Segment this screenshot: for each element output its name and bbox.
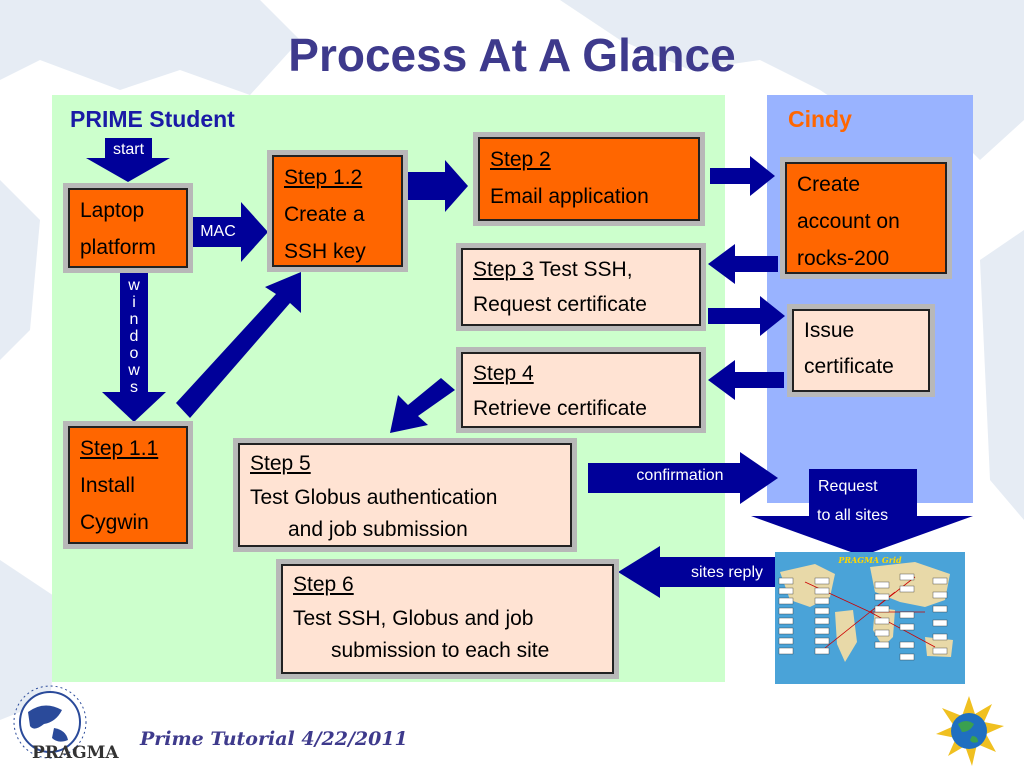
step-3-box: Step 3 Test SSH, Request certificate xyxy=(461,248,701,326)
step-6-box: Step 6 Test SSH, Globus and job submissi… xyxy=(281,564,614,674)
create-account-line1: Create xyxy=(797,173,861,196)
step-4-label: Step 4 xyxy=(473,362,534,385)
step-1-2-line2: SSH key xyxy=(284,240,366,263)
ssh-to-step2-arrow xyxy=(407,160,468,212)
step-1-1-box: Step 1.1 Install Cygwin xyxy=(68,426,188,544)
mac-label: MAC xyxy=(200,223,236,240)
step-5-label: Step 5 xyxy=(250,452,311,475)
cindy-panel-title: Cindy xyxy=(788,106,852,132)
step-3-line1: Test SSH, xyxy=(533,258,633,281)
step-5-box: Step 5 Test Globus authentication and jo… xyxy=(238,443,572,547)
globe-emblem-icon xyxy=(936,696,1004,766)
step-1-2-box: Step 1.2 Create a SSH key xyxy=(272,155,403,267)
step-6-line2: submission to each site xyxy=(331,639,550,662)
step-6-line1: Test SSH, Globus and job xyxy=(293,607,534,630)
step2-to-cindy-arrow xyxy=(710,156,775,196)
create-account-line3: rocks-200 xyxy=(797,247,890,270)
create-account-box: Create account on rocks-200 xyxy=(785,162,947,274)
step-3-line2: Request certificate xyxy=(473,293,647,316)
cygwin-to-ssh-arrow xyxy=(176,272,301,418)
confirmation-label: confirmation xyxy=(636,467,724,484)
step-1-1-line1: Install xyxy=(80,474,135,497)
slide-title: Process At A Glance xyxy=(288,29,736,81)
map-inset-title: PRAGMA Grid xyxy=(837,555,902,565)
step-4-box: Step 4 Retrieve certificate xyxy=(461,352,701,428)
step-3-label: Step 3 xyxy=(473,258,534,281)
pragma-logo-text: PRAGMA xyxy=(32,743,119,763)
student-panel-title: PRIME Student xyxy=(70,106,235,132)
issue-certificate-box: Issue certificate xyxy=(792,309,930,392)
start-label: start xyxy=(112,141,145,158)
request-label-line1: Request xyxy=(818,478,878,495)
confirmation-arrow xyxy=(588,452,778,504)
create-account-line2: account on xyxy=(797,210,900,233)
pragma-grid-map-image: PRAGMA Grid xyxy=(775,552,965,684)
step-5-line1: Test Globus authentication xyxy=(250,486,498,509)
request-label-line2: to all sites xyxy=(817,507,889,524)
pragma-logo xyxy=(13,685,87,759)
step-2-line1: Email application xyxy=(490,185,649,208)
step-1-1-line2: Cygwin xyxy=(80,511,149,534)
sites-reply-arrow xyxy=(618,546,776,598)
footer-text: Prime Tutorial 4/22/2011 xyxy=(140,728,408,750)
step-1-1-label: Step 1.1 xyxy=(80,437,159,460)
laptop-platform-box: Laptop platform xyxy=(68,188,188,268)
cindy-to-step3-arrow xyxy=(708,244,778,284)
issue-line1: Issue xyxy=(804,319,855,342)
step-1-2-label: Step 1.2 xyxy=(284,166,363,189)
step4-to-step5-arrow xyxy=(390,378,455,433)
step-6-label: Step 6 xyxy=(293,573,354,596)
laptop-line2: platform xyxy=(80,236,156,259)
step3-to-issue-arrow xyxy=(708,296,785,336)
step-5-line2: and job submission xyxy=(288,518,468,541)
laptop-line1: Laptop xyxy=(80,199,145,222)
windows-arrow xyxy=(102,272,166,422)
step-4-line1: Retrieve certificate xyxy=(473,397,647,420)
issue-line2: certificate xyxy=(804,355,894,378)
step-1-2-line1: Create a xyxy=(284,203,365,226)
mac-arrow xyxy=(192,202,268,262)
step-2-label: Step 2 xyxy=(490,148,551,171)
step-2-box: Step 2 Email application xyxy=(478,137,700,221)
request-arrow xyxy=(751,469,973,556)
sites-reply-label: sites reply xyxy=(690,564,764,581)
map-inset-caption-bar xyxy=(775,682,965,694)
start-arrow xyxy=(86,138,170,182)
issue-to-step4-arrow xyxy=(708,360,784,400)
